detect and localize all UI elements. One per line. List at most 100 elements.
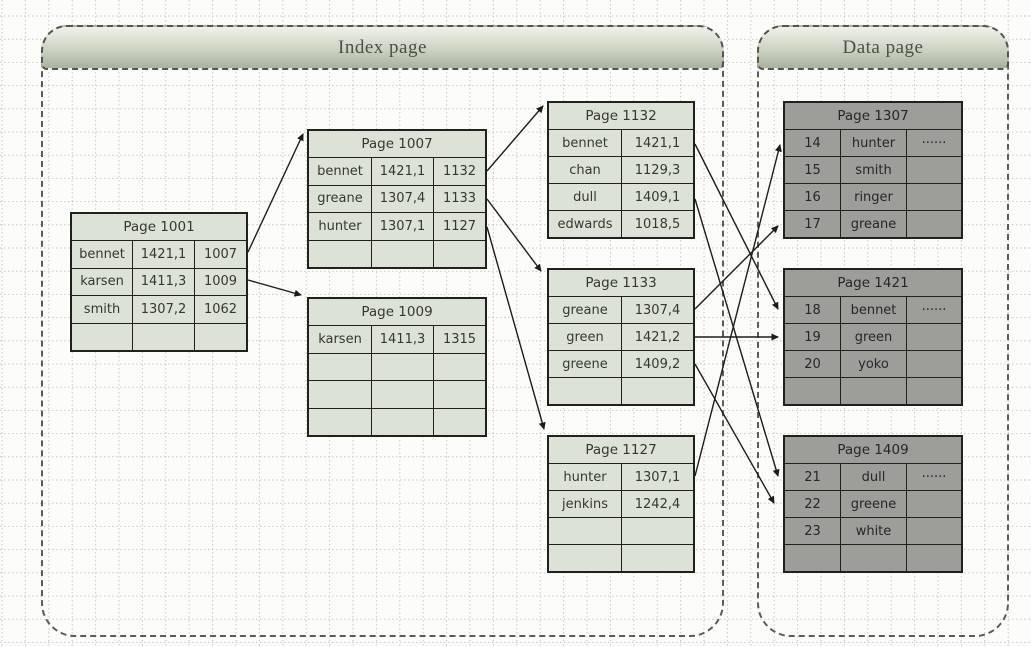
page-1127-cell-0-0: hunter [563,469,607,485]
page-1421-row-1: 19 green [785,323,961,350]
page-1421-cell-2-0: 20 [804,356,821,372]
page-1133-cell-1-1: 1421,2 [621,324,693,350]
page-1127-cell-3-0 [549,545,621,571]
page-1421-cell-1-2 [906,324,961,350]
page-1127-cell-1-0: jenkins [561,496,608,512]
page-1007-cell-3-1 [371,240,433,267]
data-page-banner-label: Data page [842,36,924,58]
page-1007-cell-3-0 [309,241,371,268]
page-1421-cell-3-1 [840,378,906,404]
page-1009-cell-1-1 [371,353,433,380]
page-1001-cell-1-1: 1411,3 [132,268,194,295]
page-1307-cell-0-1: hunter [840,130,906,156]
page-1133-cell-3-1 [621,378,693,404]
page-1132-cell-1-0: chan [569,162,601,178]
page-1001-cell-1-2: 1009 [194,268,246,295]
page-1007-cell-0-2: 1132 [433,158,485,185]
page-1009-title: Page 1009 [361,304,433,320]
page-1133-cell-0-1: 1307,4 [621,297,693,323]
page-1409-cell-0-1: dull [840,464,906,490]
page-1409-row-3 [785,544,961,571]
page-1307-cell-2-2 [906,184,961,210]
page-1009-cell-1-0 [309,354,371,381]
page-1009-cell-2-0 [309,381,371,408]
page-1127-cell-2-0 [549,518,621,544]
page-1009-cell-3-2 [433,408,485,435]
page-1007-cell-0-1: 1421,1 [371,158,433,185]
page-1307-cell-3-1: greane [840,211,906,237]
page-1421-cell-2-2 [906,351,961,377]
page-1001-cell-2-2: 1062 [194,296,246,323]
page-1009-row-1 [309,352,485,381]
page-1133-cell-2-1: 1409,2 [621,351,693,377]
page-1009-cell-1-2 [433,353,485,380]
page-1001-cell-0-0: bennet [79,246,125,262]
page-1009-cell-2-2 [433,381,485,408]
page-1132-cell-2-0: dull [573,189,597,205]
page-1409-row-2: 23 white [785,517,961,544]
page-1307-cell-0-0: 14 [804,135,821,151]
page-1409-cell-3-1 [840,545,906,571]
page-1132-cell-2-1: 1409,1 [621,184,693,210]
page-1421-cell-1-1: green [840,324,906,350]
page-1001-cell-2-1: 1307,2 [132,296,194,323]
page-1127-cell-3-1 [621,545,693,571]
page-1421-cell-1-0: 19 [804,329,821,345]
page-1409-cell-2-2 [906,518,961,544]
page-1007-cell-1-1: 1307,4 [371,185,433,212]
page-1132-title: Page 1132 [585,108,657,124]
page-1007-cell-1-2: 1133 [433,185,485,212]
page-1001-cell-3-1 [132,323,194,350]
page-1421-cell-0-0: 18 [804,302,821,318]
page-1421-cell-0-1: bennet [840,297,906,323]
page-1133-cell-0-0: greane [562,302,608,318]
page-1009-row-3 [309,407,485,435]
page-1127-cell-2-1 [621,518,693,544]
page-1001-cell-3-2 [194,323,246,350]
page-1007-cell-2-2: 1127 [433,213,485,240]
page-1001-cell-0-2: 1007 [194,241,246,268]
page-1133-title: Page 1133 [585,275,657,291]
page-1001-row-3 [72,322,246,350]
page-1307-cell-1-2 [906,157,961,183]
page-1009-cell-0-0: karsen [318,331,362,347]
page-1307-cell-0-2: ······ [906,130,961,156]
page-1127-title: Page 1127 [585,442,657,458]
page-1307-cell-1-0: 15 [804,162,821,178]
page-1421-cell-2-1: yoko [840,351,906,377]
page-1409-cell-1-2 [906,491,961,517]
page-1409-cell-2-0: 23 [804,523,821,539]
page-1001-cell-2-0: smith [83,301,121,317]
page-1421-title: Page 1421 [837,275,909,291]
page-1132-cell-3-1: 1018,5 [621,211,693,237]
page-1409-cell-2-1: white [840,518,906,544]
page-1009-cell-0-2: 1315 [433,326,485,353]
page-1127-cell-0-1: 1307,1 [621,464,693,490]
page-1127-row-0: hunter 1307,1 [549,463,693,490]
page-1009-cell-2-1 [371,381,433,408]
page-1307-row-0: 14 hunter······ [785,129,961,156]
page-1307-cell-2-1: ringer [840,184,906,210]
index-page-banner-label: Index page [338,36,427,58]
page-1307-cell-3-2 [906,211,961,237]
page-1132-row-2: dull 1409,1 [549,183,693,210]
